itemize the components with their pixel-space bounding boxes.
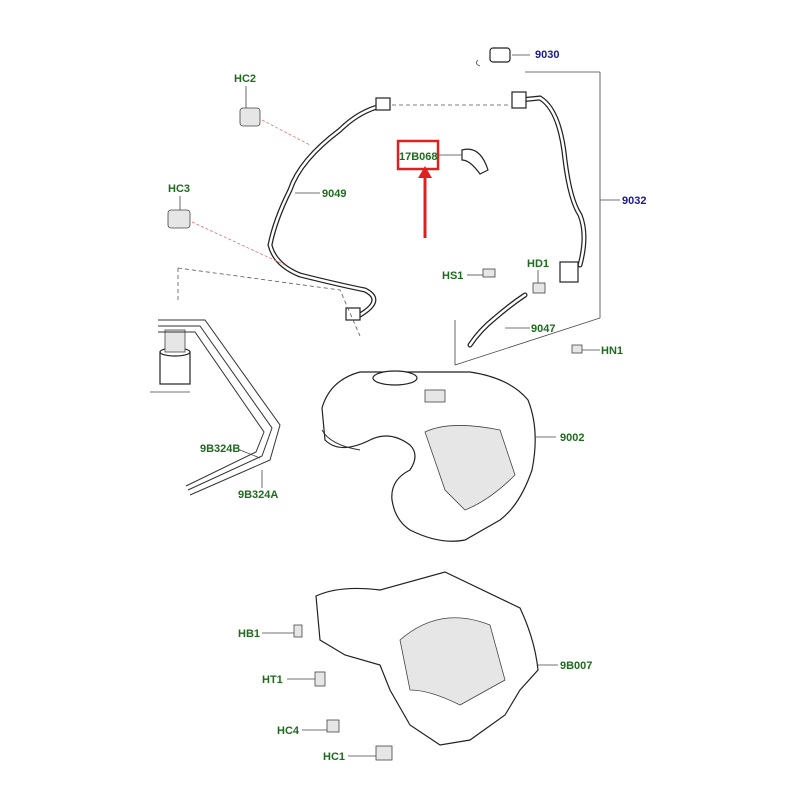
label-9b324a: 9B324A (238, 489, 278, 501)
label-17b068: 17B068 (399, 151, 438, 163)
label-9002: 9002 (560, 432, 584, 444)
clip-hc1 (348, 745, 393, 761)
clip-hc4 (302, 719, 340, 733)
part-17b068 (438, 148, 489, 175)
fastener-ht1 (287, 671, 326, 687)
pump-module (150, 267, 361, 393)
label-hs1: HS1 (442, 270, 463, 282)
label-hb1: HB1 (238, 628, 260, 640)
filler-pipe (511, 91, 620, 283)
screw-hs1 (467, 268, 496, 278)
label-hc4: HC4 (277, 725, 300, 737)
label-hd1: HD1 (527, 258, 549, 270)
heat-shield (315, 571, 558, 746)
label-9049: 9049 (322, 188, 346, 200)
label-hn1: HN1 (601, 345, 623, 357)
label-hc3: HC3 (168, 183, 190, 195)
label-9030: 9030 (535, 49, 559, 61)
clamp-hd1 (532, 270, 546, 294)
label-9b324b: 9B324B (200, 443, 240, 455)
filler-group-bracket (454, 71, 601, 366)
label-hc1: HC1 (323, 751, 345, 763)
highlight-17b068 (396, 139, 440, 238)
label-9032: 9032 (622, 195, 646, 207)
label-9b007: 9B007 (560, 660, 592, 672)
clip-hc2 (239, 86, 311, 146)
nut-hn1 (571, 344, 600, 354)
hose-9047 (467, 292, 530, 348)
bolt-hb1 (262, 624, 303, 638)
breather-hose (267, 97, 510, 321)
label-hc2: HC2 (234, 73, 256, 85)
label-ht1: HT1 (262, 674, 283, 686)
filler-cap (476, 47, 530, 67)
clip-hc3 (167, 196, 286, 266)
fuel-lines (158, 319, 281, 496)
fuel-tank (321, 370, 556, 542)
label-9047: 9047 (531, 323, 555, 335)
